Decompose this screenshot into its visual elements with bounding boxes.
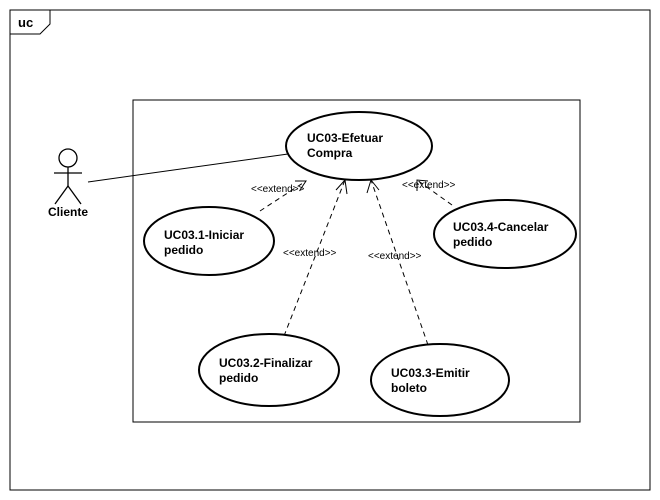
use-case-label-line2: pedido (219, 371, 258, 385)
use-case-label-line2: Compra (307, 146, 353, 160)
extend-label: <<extend>> (283, 248, 337, 259)
extend-label: <<extend>> (402, 180, 456, 191)
system-boundary (132, 99, 581, 423)
extend-line (416, 179, 453, 206)
use-case-label-line1: UC03.4-Cancelar (453, 220, 549, 234)
use-case-uc31[interactable]: UC03.1-Iniciar pedido (143, 206, 275, 276)
actor-cliente[interactable]: Cliente (48, 148, 88, 219)
use-case-ellipse (370, 343, 510, 417)
actor-head (58, 148, 78, 168)
association-line (87, 153, 289, 183)
frame-tab (10, 10, 51, 35)
use-case-label-line2: pedido (164, 243, 203, 257)
actor-right-leg (67, 185, 82, 205)
extend-relation-uc34: <<extend>> (402, 179, 456, 206)
use-case-uc34[interactable]: UC03.4-Cancelar pedido (433, 199, 577, 269)
extend-line (283, 179, 346, 337)
extend-line (259, 180, 307, 212)
use-case-label-line1: UC03.3-Emitir (391, 366, 470, 380)
extend-line (370, 179, 429, 346)
frame-label: uc (18, 15, 33, 30)
arrowhead (416, 179, 429, 191)
use-case-main[interactable]: UC03-Efetuar Compra (285, 111, 433, 181)
use-case-uc33[interactable]: UC03.3-Emitir boleto (370, 343, 510, 417)
extend-label: <<extend>> (368, 251, 422, 262)
use-case-ellipse (143, 206, 275, 276)
use-case-ellipse (198, 333, 340, 407)
diagram-frame (9, 9, 651, 491)
actor-label: Cliente (48, 205, 88, 219)
use-case-uc32[interactable]: UC03.2-Finalizar pedido (198, 333, 340, 407)
actor-left-leg (54, 185, 69, 205)
use-case-label-line2: pedido (453, 235, 492, 249)
extend-label: <<extend>> (251, 184, 305, 195)
use-case-label-line1: UC03-Efetuar (307, 131, 383, 145)
use-case-label-line1: UC03.2-Finalizar (219, 356, 313, 370)
use-case-label-line1: UC03.1-Iniciar (164, 228, 244, 242)
extend-relation-uc32: <<extend>> (283, 178, 348, 337)
arrowhead (335, 178, 348, 195)
arrowhead (366, 178, 380, 194)
use-case-ellipse (285, 111, 433, 181)
use-case-label-line2: boleto (391, 381, 427, 395)
use-case-ellipse (433, 199, 577, 269)
extend-relation-uc31: <<extend>> (251, 180, 307, 212)
arrowhead (295, 180, 307, 191)
extend-relation-uc33: <<extend>> (366, 178, 429, 346)
